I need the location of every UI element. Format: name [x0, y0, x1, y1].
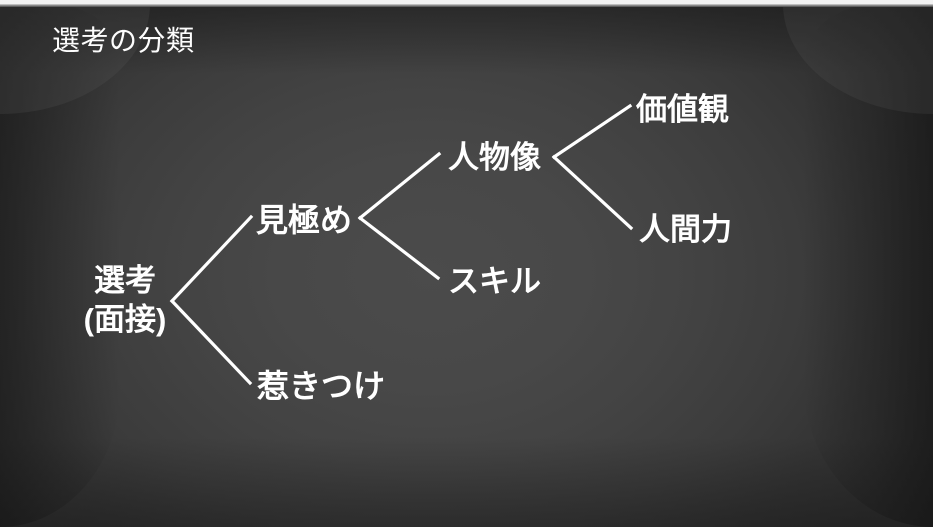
vignette-bottom	[0, 437, 933, 527]
connector-jinbutsuzo-to-kachikan	[551, 103, 633, 160]
connector-mikiwame-to-skill	[357, 215, 441, 281]
tree-node-root-line1: 選考	[94, 263, 156, 298]
connector-mikiwame-to-jinbutsuzo	[357, 151, 442, 221]
tree-node-root[interactable]: 選考 (面接)	[84, 261, 167, 339]
tree-node-mikiwame[interactable]: 見極め	[256, 202, 353, 238]
vignette-left	[0, 4, 120, 527]
connector-jinbutsuzo-to-ningenryoku	[551, 154, 634, 231]
tree-node-skill[interactable]: スキル	[448, 264, 541, 299]
vignette-top	[0, 4, 933, 74]
slide-title: 選考の分類	[52, 25, 195, 56]
tree-node-kachikan[interactable]: 価値観	[636, 92, 729, 127]
connector-root-to-hikitsuke	[169, 298, 253, 386]
slide-top-border-shadow	[0, 4, 933, 7]
tree-node-hikitsuke[interactable]: 惹きつけ	[257, 368, 386, 404]
vignette-right	[803, 4, 933, 527]
tree-node-ningenryoku[interactable]: 人間力	[639, 212, 732, 247]
slide-top-border	[0, 0, 933, 4]
connector-root-to-mikiwame	[169, 214, 254, 304]
tree-node-root-line2: (面接)	[83, 302, 167, 337]
slide-background	[0, 4, 933, 527]
tree-node-jinbutsuzo[interactable]: 人物像	[448, 140, 541, 175]
